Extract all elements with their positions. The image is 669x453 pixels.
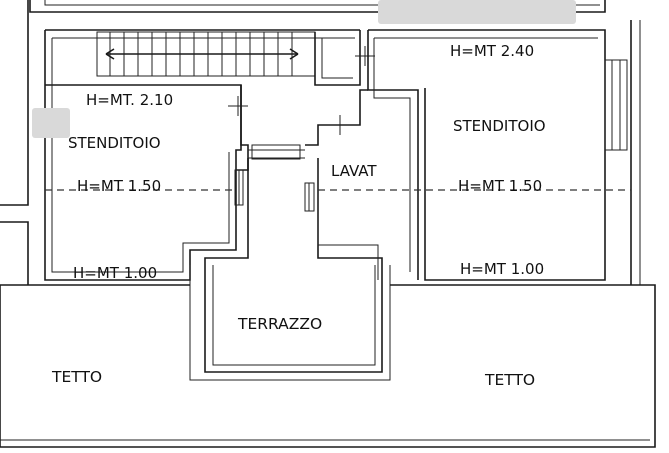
- left-exterior: [0, 0, 29, 285]
- height-label-right-bottom: H=MT 1.00: [460, 260, 544, 278]
- height-label-left-bottom: H=MT 1.00: [73, 264, 157, 282]
- room-label-tetto-right: TETTO: [484, 371, 535, 389]
- room-label-stenditoio-right: STENDITOIO: [453, 117, 546, 135]
- central-corridor: [189, 30, 391, 381]
- height-label-right-mid: H=MT 1.50: [458, 177, 542, 195]
- roof-area: [0, 284, 656, 448]
- lavat-room: [317, 30, 419, 280]
- top-boundary: [29, 0, 606, 24]
- room-label-terrazzo: TERRAZZO: [237, 315, 322, 333]
- height-label-right-top: H=MT 2.40: [450, 42, 534, 60]
- blurred-label: [378, 0, 576, 24]
- height-label-left-mid: H=MT 1.50: [77, 177, 161, 195]
- height-label-left-top: H=MT. 2.10: [86, 91, 173, 109]
- window-right: [604, 59, 628, 151]
- stenditoio-right-room: [368, 29, 628, 281]
- staircase: [96, 31, 316, 77]
- wall-ticks: [228, 46, 375, 135]
- blurred-watermark-left: [32, 108, 70, 138]
- right-exterior: [630, 20, 641, 285]
- stenditoio-left-room: [44, 29, 360, 281]
- room-label-tetto-left: TETTO: [51, 368, 102, 386]
- room-label-stenditoio-left: STENDITOIO: [68, 134, 161, 152]
- room-label-lavat: LAVAT: [331, 162, 377, 180]
